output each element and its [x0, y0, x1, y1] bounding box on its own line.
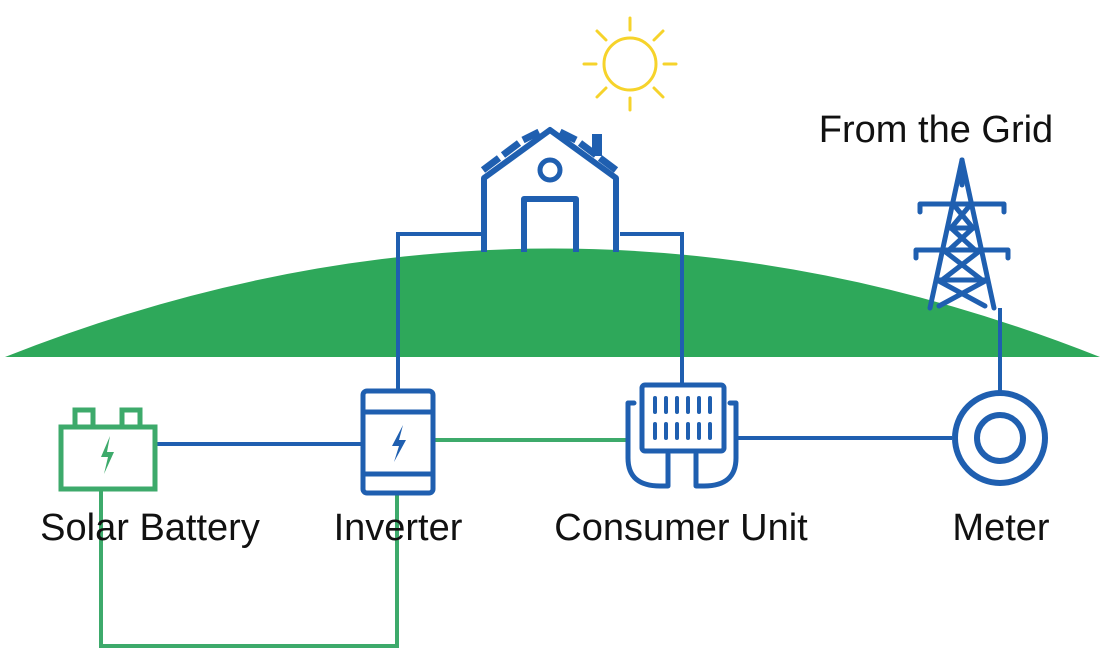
house-icon — [480, 127, 619, 252]
label-consumer-unit: Consumer Unit — [554, 507, 808, 549]
wire-battery-loop — [99, 488, 399, 648]
wiring — [99, 232, 1002, 648]
meter-icon — [952, 390, 1048, 486]
pylon-icon — [913, 157, 1011, 311]
wire-house-consumer-unit — [620, 232, 684, 386]
wire-house-inverter — [396, 232, 484, 390]
green-hill — [5, 248, 1100, 357]
consumer-unit-icon — [625, 382, 739, 489]
sun-icon — [582, 16, 678, 112]
label-inverter: Inverter — [334, 507, 463, 549]
battery-icon — [58, 407, 158, 492]
label-grid: From the Grid — [819, 109, 1053, 151]
inverter-icon — [360, 388, 436, 496]
label-solar-battery: Solar Battery — [40, 507, 260, 549]
label-meter: Meter — [952, 507, 1049, 549]
